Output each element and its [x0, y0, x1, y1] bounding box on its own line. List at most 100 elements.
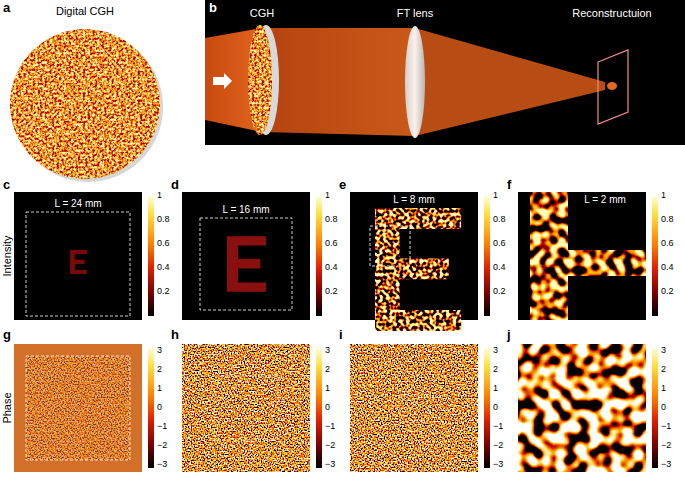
colorbar-tick: 0.4	[325, 263, 338, 273]
colorbar-tick: 1	[325, 191, 330, 201]
colorbar-tick: 0.4	[157, 263, 170, 273]
colorbar-tick: 0.2	[661, 287, 674, 297]
dashed-box	[214, 376, 278, 440]
colorbar	[484, 196, 490, 316]
dashed-box	[370, 226, 410, 266]
colorbar-tick: −1	[157, 422, 167, 432]
panel-letter: c	[3, 178, 10, 192]
speckle-pattern	[530, 192, 646, 320]
speckle-letter	[370, 205, 470, 335]
component-label: Reconstructuion	[572, 7, 652, 19]
speckle-zoom	[530, 192, 646, 320]
colorbar-tick: 0.6	[157, 239, 170, 249]
panel-letter: d	[171, 178, 179, 192]
colorbar-tick: 1	[661, 191, 666, 201]
colorbar-tick: −2	[325, 441, 335, 451]
panel-title: Digital CGH	[56, 5, 114, 17]
row-label: Phase	[1, 392, 13, 423]
colorbar-tick: 2	[661, 365, 666, 375]
colorbar-tick: 0.8	[157, 215, 170, 225]
phase-image	[14, 344, 142, 472]
colorbar-tick: 1	[493, 384, 498, 394]
colorbar-tick: −2	[661, 441, 671, 451]
scale-label: L = 8 mm	[393, 194, 435, 205]
setup-background	[205, 0, 685, 145]
scale-label: L = 2 mm	[584, 194, 626, 205]
intensity-image	[518, 192, 646, 320]
letter-shape	[70, 250, 87, 274]
reconstruction-spot	[607, 82, 617, 90]
panel-letter: i	[339, 328, 343, 342]
dashed-box	[26, 212, 130, 316]
colorbar-tick: 0.4	[493, 263, 506, 273]
intensity-image	[14, 192, 142, 320]
colorbar	[148, 196, 154, 316]
colorbar-tick: 0.2	[325, 287, 338, 297]
colorbar-tick: 0	[661, 403, 666, 413]
colorbar-tick: 2	[325, 365, 330, 375]
row-label: Intensity	[1, 236, 13, 277]
colorbar-tick: 0.8	[661, 215, 674, 225]
colorbar-tick: −2	[157, 441, 167, 451]
phase-noise	[26, 356, 130, 460]
phase-image	[182, 344, 310, 472]
dashed-box	[26, 356, 130, 460]
laser-beam	[262, 28, 415, 136]
speckle-pattern	[370, 205, 470, 335]
component-label: FT lens	[397, 7, 433, 19]
panel-letter: h	[171, 328, 179, 342]
colorbar-tick: −3	[661, 460, 671, 470]
colorbar-tick: 1	[493, 191, 498, 201]
component-label: CGH	[250, 7, 274, 19]
colorbar-tick: 0.2	[157, 287, 170, 297]
colorbar-tick: −1	[661, 422, 671, 432]
colorbar-tick: 0.8	[493, 215, 506, 225]
scale-label: L = 24 mm	[54, 198, 101, 209]
scale-label: L = 16 mm	[222, 204, 269, 215]
colorbar-tick: 0.6	[325, 239, 338, 249]
reconstruction-plane	[598, 50, 628, 124]
colorbar-tick: 1	[661, 384, 666, 394]
colorbar-tick: 0	[325, 403, 330, 413]
colorbar	[316, 348, 322, 468]
colorbar	[316, 196, 322, 316]
colorbar-tick: 0	[157, 403, 162, 413]
input-arrow	[213, 73, 232, 89]
colorbar-tick: −3	[157, 460, 167, 470]
colorbar-tick: 2	[157, 365, 162, 375]
colorbar-tick: 3	[661, 346, 666, 356]
colorbar-tick: 1	[157, 384, 162, 394]
speckle-base	[370, 205, 470, 335]
colorbar-tick: 0.6	[493, 239, 506, 249]
colorbar-tick: 0.4	[661, 263, 674, 273]
phase-image	[350, 344, 478, 472]
phase-image	[518, 344, 646, 472]
panel-letter: g	[3, 328, 11, 342]
hologram-pattern	[246, 24, 274, 136]
hologram-disc	[10, 29, 160, 179]
converging-beam	[415, 28, 605, 136]
letter-shape	[227, 236, 266, 292]
colorbar-tick: −3	[325, 460, 335, 470]
colorbar-tick: 1	[325, 384, 330, 394]
colorbar	[148, 348, 154, 468]
panel-letter: b	[209, 1, 217, 15]
panel-letter: e	[339, 178, 346, 192]
panel-letter: j	[507, 328, 511, 342]
colorbar-tick: 3	[493, 346, 498, 356]
panel-letter: a	[3, 1, 10, 15]
colorbar	[652, 348, 658, 468]
hologram-plate	[246, 24, 274, 136]
panel-letter: f	[507, 178, 511, 192]
fourier-lens	[405, 26, 425, 138]
colorbar-tick: 0.2	[493, 287, 506, 297]
dashed-box	[400, 394, 428, 422]
colorbar	[652, 196, 658, 316]
colorbar-tick: −2	[493, 441, 503, 451]
colorbar-tick: 1	[157, 191, 162, 201]
colorbar-tick: 0	[493, 403, 498, 413]
colorbar-tick: 3	[157, 346, 162, 356]
dashed-box	[200, 218, 292, 310]
